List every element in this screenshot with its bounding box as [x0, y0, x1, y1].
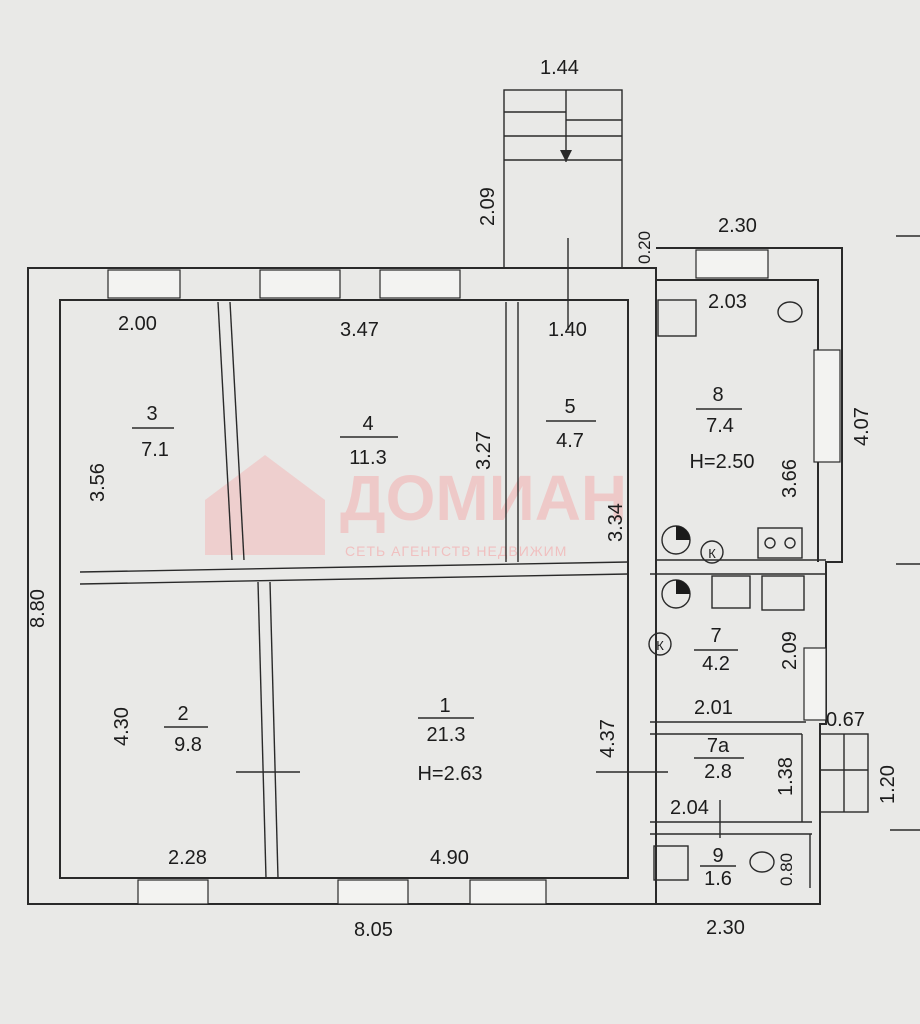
room-number: 4: [362, 413, 373, 435]
window: [803, 647, 827, 721]
stove-icon: [757, 527, 803, 559]
partition-1-2-b: [269, 581, 279, 879]
watermark: ДОМИАН СЕТЬ АГЕНТСТВ НЕДВИЖИМ: [205, 455, 627, 559]
dim-annex-top: 2.30: [718, 215, 757, 237]
dim-overall-width: 8.05: [354, 919, 393, 941]
boiler-label: К: [708, 546, 716, 561]
sink-icon: [657, 299, 697, 337]
boiler-k-icon: [648, 632, 672, 656]
inner-wall: [59, 299, 629, 879]
dim-r2-height: 4.30: [111, 707, 133, 746]
dim-r8-height: 3.66: [779, 459, 801, 498]
room-area: 4.2: [702, 653, 730, 675]
kitchen-sink-icon: [711, 575, 751, 609]
porch-outline: [503, 89, 623, 269]
windows: [107, 249, 841, 905]
dim-r7a-height: 1.38: [775, 757, 797, 796]
partition-3-4-b: [229, 301, 245, 561]
dim-r2-width: 2.28: [168, 847, 207, 869]
fixtures: К К: [648, 299, 805, 881]
dimensions: 1.44 2.09 0.20 2.30 2.00 3.47 1.40 2.03 …: [27, 57, 899, 941]
annex-outer-wall: [656, 247, 843, 905]
dim-annex-bottom: 2.30: [706, 917, 745, 939]
dim-r1-height: 4.37: [597, 719, 619, 758]
outer-wall: [27, 267, 657, 905]
dim-r8-width: 2.03: [708, 291, 747, 313]
edge-marks: [890, 235, 920, 831]
window: [469, 879, 547, 905]
room-height: H=2.50: [689, 451, 754, 473]
dim-porch-width: 1.44: [540, 57, 579, 79]
dim-r5-height: 3.34: [605, 503, 627, 542]
side-porch: [819, 733, 869, 813]
partition-horizontal-b: [79, 573, 629, 585]
room-area: 4.7: [556, 430, 584, 452]
partition-horizontal: [79, 561, 629, 573]
room-number: 3: [146, 403, 157, 425]
room-number: 7a: [707, 735, 730, 757]
dim-r8-outer-height: 4.07: [851, 407, 873, 446]
dim-r4-width: 3.47: [340, 319, 379, 341]
watermark-tagline: СЕТЬ АГЕНТСТВ НЕДВИЖИМ: [345, 543, 567, 559]
window: [259, 269, 341, 299]
burner-icon: [764, 537, 776, 549]
partition-1-2: [257, 581, 267, 879]
dim-r5-width: 1.40: [548, 319, 587, 341]
room-area: 2.8: [704, 761, 732, 783]
dim-r7-width: 2.01: [694, 697, 733, 719]
annex-inner-wall: [656, 279, 819, 562]
arrow-down-icon: [560, 150, 572, 162]
window: [379, 269, 461, 299]
room-number: 2: [177, 703, 188, 725]
boiler-label: К: [656, 638, 664, 653]
window: [337, 879, 409, 905]
room-labels: 3 7.1 4 11.3 5 4.7 8 7.4 H=2.50 7 4.2 7a…: [132, 384, 755, 890]
room-area: 1.6: [704, 868, 732, 890]
room-number: 5: [564, 396, 575, 418]
boiler-fill: [676, 526, 690, 540]
watermark-brand: ДОМИАН: [340, 462, 627, 534]
dim-porch-depth: 2.09: [477, 187, 499, 226]
watermark-logo-icon: [205, 455, 325, 555]
porch-stairs: [503, 89, 623, 330]
window: [813, 349, 841, 463]
room-area: 7.4: [706, 415, 734, 437]
room-number: 8: [712, 384, 723, 406]
water-heater-fill: [676, 580, 690, 594]
burner-icon: [784, 537, 796, 549]
room-number: 9: [712, 845, 723, 867]
kitchen-stove-icon: [761, 575, 805, 611]
toilet-icon: [749, 851, 775, 873]
dim-side-porch-height: 1.20: [877, 765, 899, 804]
dim-r4-height: 3.27: [473, 431, 495, 470]
boiler-k-icon: [700, 540, 724, 564]
window: [107, 269, 181, 299]
room-area: 9.8: [174, 734, 202, 756]
sink-icon: [653, 845, 689, 881]
dim-r7a-width: 2.04: [670, 797, 709, 819]
toilet-icon: [777, 301, 803, 323]
window: [137, 879, 209, 905]
room-number: 1: [439, 695, 450, 717]
room-area: 7.1: [141, 439, 169, 461]
dim-overall-height: 8.80: [27, 589, 49, 628]
dim-r9-height: 0.80: [777, 853, 796, 886]
room-height: H=2.63: [417, 763, 482, 785]
dim-porch-offset: 0.20: [635, 231, 654, 264]
window: [695, 249, 769, 279]
dim-r3-width: 2.00: [118, 313, 157, 335]
room-number: 7: [710, 625, 721, 647]
dim-r7-height: 2.09: [779, 631, 801, 670]
room-area: 21.3: [427, 724, 466, 746]
dim-r1-width: 4.90: [430, 847, 469, 869]
dim-r3-height: 3.56: [87, 463, 109, 502]
dim-side-porch-width: 0.67: [826, 709, 865, 731]
partition-3-4: [217, 301, 233, 561]
dimension-marks: [236, 771, 721, 838]
room-area: 11.3: [349, 447, 386, 469]
